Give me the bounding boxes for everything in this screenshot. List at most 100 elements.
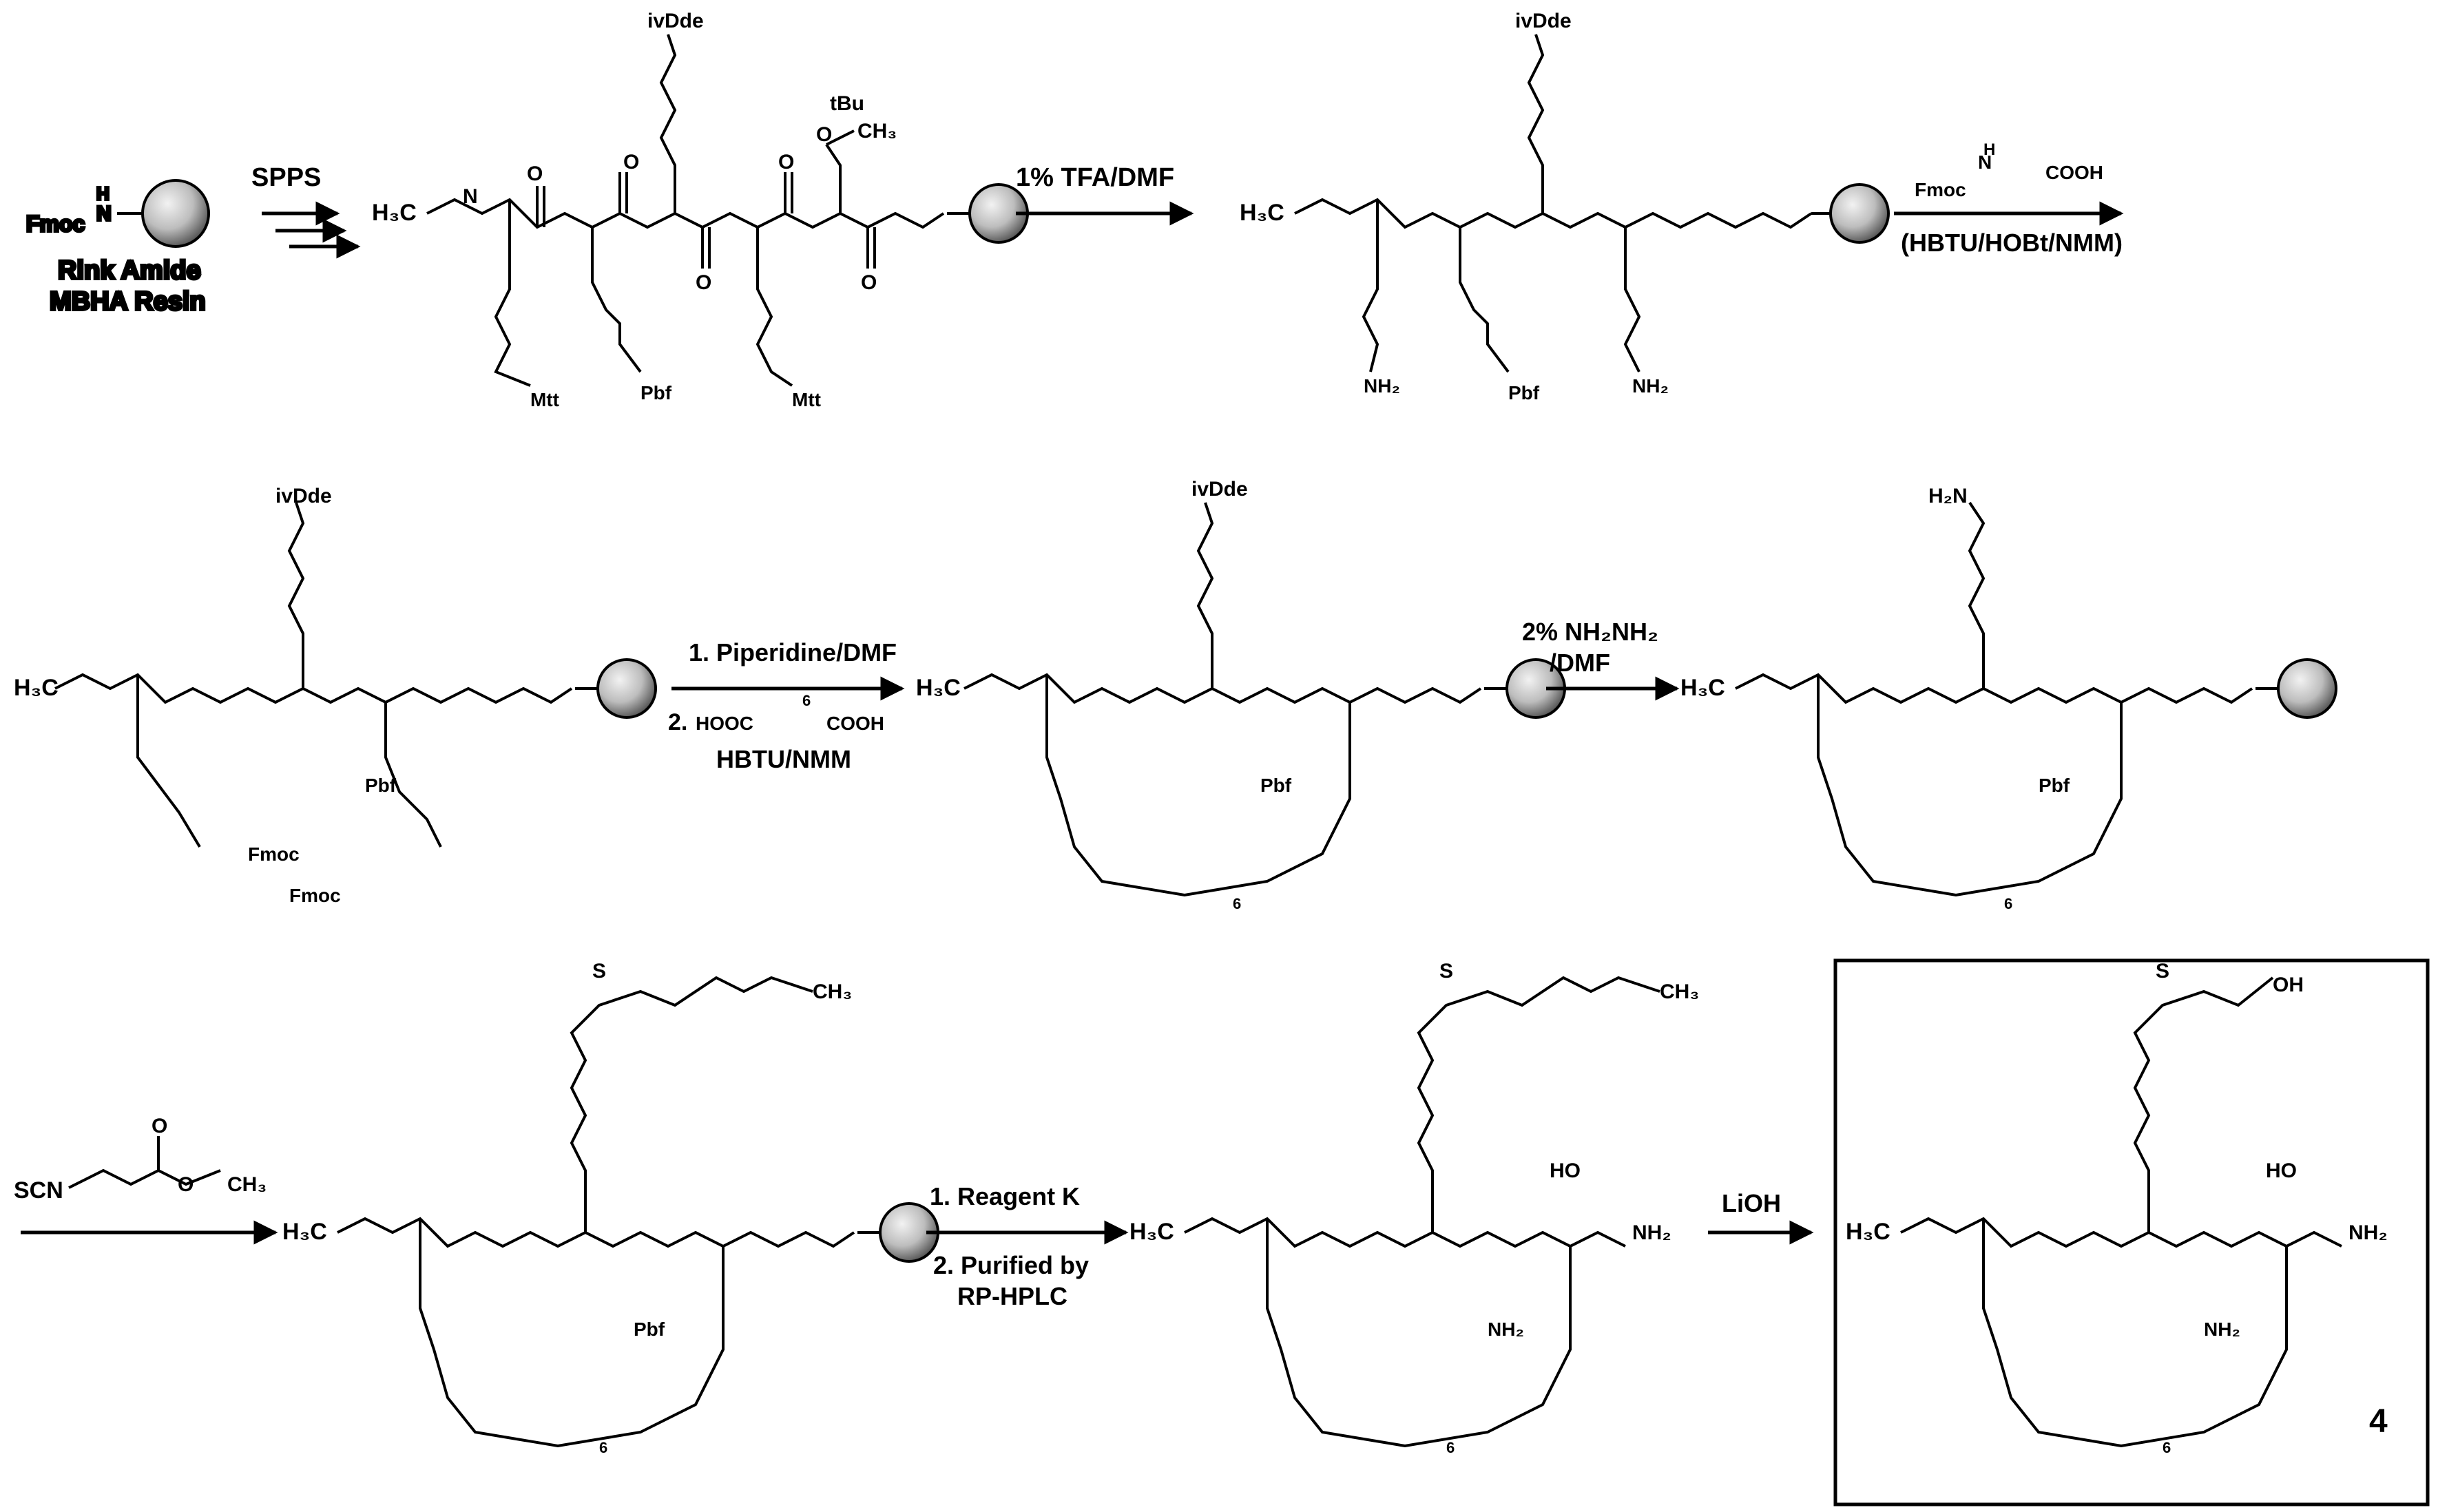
tfa-step: 1% TFA/DMF (1016, 163, 1194, 226)
chain-n-label: 6 (1446, 1439, 1455, 1456)
guanidine-nh2-label: NH₂ (2204, 1319, 2240, 1340)
mtt-label: Mtt (792, 389, 821, 410)
gly-conditions-label: (HBTU/HOBt/NMM) (1901, 229, 2123, 257)
pbf-label: Pbf (634, 1319, 665, 1340)
pbf-label: Pbf (365, 775, 397, 796)
ivdde-label: ivDde (275, 485, 332, 507)
acetyl-label: H₃C (282, 1219, 327, 1245)
piperidine-label: 1. Piperidine/DMF (689, 638, 897, 666)
diacid-n-label: 6 (802, 692, 811, 709)
ivdde-label: ivDde (1191, 478, 1248, 501)
thiocarbonyl-s-label: S (2156, 960, 2169, 983)
resin-name-line1: Rink Amide (58, 256, 201, 285)
rink-amide-resin: Fmoc N H Rink Amide MBHA Resin (25, 179, 210, 317)
isothiocyanate-ester-o-label: O (178, 1173, 194, 1196)
tbu-label: tBu (830, 92, 864, 115)
acetyl-label: H₃C (372, 200, 417, 226)
chain-n-label: 6 (2004, 895, 2012, 912)
amide-nh2-label: NH₂ (1632, 1221, 1671, 1244)
fmoc-gly-step: Fmoc N H COOH (HBTU/HOBt/NMM) (1894, 140, 2124, 257)
acetyl-label: H₃C (916, 675, 961, 701)
hydrazine-step: 2% NH₂NH₂ /DMF (1522, 618, 1680, 701)
isothiocyanate-carbonyl-o-label: O (152, 1115, 167, 1137)
carbonyl-o-label: O (778, 151, 794, 174)
peptide-fmoc-gly: H₃C ivDde Fmoc Fmoc Pbf (14, 485, 657, 906)
gly-n-label: N (1978, 151, 1992, 173)
resin-bead-icon (2277, 658, 2337, 719)
methyl-label: CH₃ (1660, 980, 1699, 1003)
resin-bead-icon (141, 179, 210, 248)
resin-name-line2: MBHA Resin (50, 287, 206, 316)
acetyl-label: H₃C (1680, 675, 1725, 701)
hydrazine-line1-label: 2% NH₂NH₂ (1522, 618, 1658, 646)
purified-line1-label: 2. Purified by (933, 1251, 1089, 1279)
gly-h-label: H (1983, 140, 1995, 159)
pbf-label: Pbf (1260, 775, 1292, 796)
diacid-hooc-label: HOOC (696, 713, 753, 734)
acetyl-label: H₃C (14, 675, 59, 701)
gly-fmoc-label: Fmoc (1915, 179, 1966, 200)
carbonyl-o-label: O (623, 151, 639, 174)
ether-o-label: O (816, 123, 832, 146)
cleavage-step: 1. Reagent K 2. Purified by RP-HPLC (926, 1182, 1129, 1310)
guanidine-nh2-label: NH₂ (1488, 1319, 1524, 1340)
diacid-prefix-label: 2. (668, 709, 687, 735)
pbf-label: Pbf (640, 382, 672, 403)
chain-n-label: 6 (2163, 1439, 2171, 1456)
reagent-k-label: 1. Reagent K (930, 1182, 1080, 1210)
fmoc-label: Fmoc (289, 885, 341, 906)
n-label: N (96, 202, 112, 225)
spps-step: SPPS (251, 163, 361, 259)
amide-nh2-label: NH₂ (2348, 1221, 2388, 1244)
diacid-cooh-label: COOH (826, 713, 884, 734)
peptide-cleaved-ester: H₃C S CH₃ HO NH₂ 6 NH₂ (1129, 960, 1699, 1456)
gly-cooh-label: COOH (2045, 162, 2103, 183)
product-box (1833, 958, 2430, 1506)
methyl-label: CH₃ (813, 980, 852, 1003)
acetyl-label: H₃C (1846, 1219, 1890, 1245)
ivdde-label: ivDde (647, 10, 704, 32)
peptide-cyclized-ivdde: H₃C ivDde 6 Pbf (916, 478, 1566, 912)
nh-h-label: H (96, 183, 110, 204)
fmoc-label: Fmoc (26, 211, 85, 236)
carbonyl-o-label: O (527, 162, 543, 185)
peptide-1-backbone (426, 34, 971, 387)
acetyl-label: H₃C (1240, 200, 1284, 226)
pbf-label: Pbf (2039, 775, 2070, 796)
methyl-label: CH₃ (857, 120, 897, 143)
final-product-4: H₃C S OH HO NH₂ 6 NH₂ 4 (1833, 958, 2430, 1506)
carbonyl-o-label: O (696, 271, 711, 294)
thiocarbonyl-s-label: S (1439, 960, 1453, 983)
mtt-label: Mtt (530, 389, 559, 410)
pbf-label: Pbf (1508, 382, 1540, 403)
cyclization-step: 1. Piperidine/DMF 2. HOOC 6 COOH HBTU/NM… (668, 638, 905, 773)
chain-n-label: 6 (599, 1439, 607, 1456)
nh-label: N (463, 185, 478, 208)
acetyl-label: H₃C (1129, 1219, 1174, 1245)
carbonyl-o-label: O (861, 271, 877, 294)
resin-bead-icon (1829, 183, 1890, 244)
amine-label: H₂N (1928, 485, 1968, 507)
hydrazine-line2-label: /DMF (1550, 649, 1610, 677)
fmoc-label: Fmoc (248, 843, 300, 865)
scn-label: SCN (14, 1177, 63, 1204)
lioh-step: LiOH (1708, 1189, 1814, 1245)
hydroxyl-label: HO (1550, 1159, 1581, 1182)
resin-bead-icon (596, 658, 657, 719)
amine-label: NH₂ (1364, 375, 1400, 397)
ivdde-label: ivDde (1515, 10, 1572, 32)
compound-number-label: 4 (2369, 1403, 2388, 1440)
peptide-thiourea-ester: H₃C S CH₃ 6 Pbf (282, 960, 939, 1456)
isothiocyanate-ch3-label: CH₃ (227, 1173, 267, 1196)
lioh-label: LiOH (1722, 1189, 1781, 1217)
tfa-label: 1% TFA/DMF (1016, 163, 1174, 192)
purified-line2-label: RP-HPLC (957, 1282, 1067, 1310)
hbtu-nmm-label: HBTU/NMM (716, 745, 851, 773)
peptide-protected-mtt: H₃C N O O O O O ivDde O tBu CH₃ Mtt Pbf … (372, 10, 1029, 410)
isothiocyanate-step: SCN O O CH₃ (14, 1115, 278, 1245)
thiocarbonyl-s-label: S (592, 960, 606, 983)
peptide-free-lysines: H₃C ivDde NH₂ Pbf NH₂ (1240, 10, 1890, 403)
carboxylic-oh-label: OH (2273, 974, 2304, 996)
